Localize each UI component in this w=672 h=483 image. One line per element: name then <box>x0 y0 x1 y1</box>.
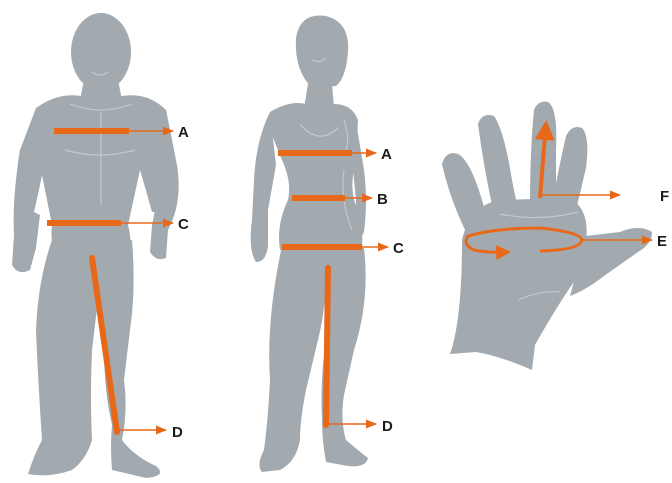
female-figure: A B C D <box>251 15 404 472</box>
hand-label-f: F <box>660 188 669 205</box>
male-silhouette <box>12 13 179 478</box>
female-label-c: C <box>393 240 404 257</box>
hand-figure: F E <box>442 102 669 370</box>
male-label-a: A <box>178 124 189 141</box>
male-figure: A C D <box>12 13 189 478</box>
female-label-b: B <box>377 191 388 208</box>
female-label-a: A <box>381 146 392 163</box>
female-silhouette <box>251 15 368 472</box>
hand-label-e: E <box>657 233 667 250</box>
female-label-d: D <box>382 418 393 435</box>
male-label-d: D <box>172 424 183 441</box>
male-label-c: C <box>178 216 189 233</box>
